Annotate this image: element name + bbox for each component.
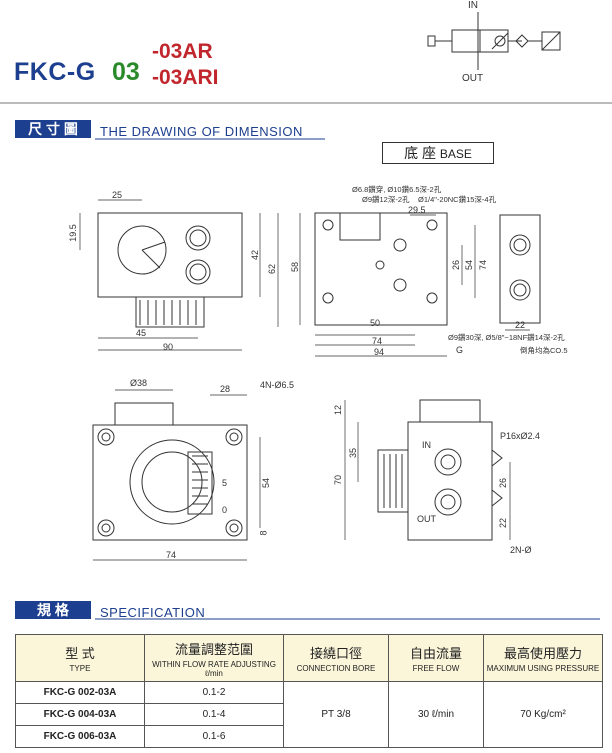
hydraulic-symbol	[427, 12, 561, 70]
front-dim-25: 25	[112, 190, 123, 200]
top-dim-54: 54	[261, 477, 272, 489]
side-dim-12: 12	[333, 404, 344, 416]
side-port-out: OUT	[417, 514, 436, 524]
front-dim-90: 90	[163, 342, 174, 352]
base-view	[299, 212, 541, 357]
row-range: 0.1-4	[144, 703, 284, 726]
base-label-en: BASE	[439, 147, 472, 161]
base-dim-29-5: 29.5	[408, 205, 426, 215]
dimension-section-title: THE DRAWING OF DIMENSION	[100, 124, 303, 139]
base-dim-94: 94	[374, 347, 385, 357]
spec-section-title: SPECIFICATION	[100, 605, 206, 620]
base-label-cn: 底 座	[404, 145, 436, 161]
base-note-1: Ø6.8鑽穿, Ø10鑽6.5深-2孔	[352, 185, 442, 194]
top-dim-4n: 4N-Ø6.5	[260, 380, 295, 390]
front-dim-62: 62	[267, 263, 278, 275]
base-note-5: 倒角均為CO.5	[520, 346, 568, 355]
row-type: FKC-G 006-03A	[15, 725, 145, 748]
cell-pressure: 70 Kg/cm²	[483, 681, 603, 748]
row-range: 0.1-2	[144, 681, 284, 704]
top-dim-0: 0	[222, 505, 228, 515]
header-type: 型 式 TYPE	[15, 634, 145, 682]
side-dim-35: 35	[348, 447, 359, 459]
side-dim-26: 26	[498, 477, 509, 489]
symbol-in-label: IN	[468, 0, 478, 11]
model-suffix-ar: -03AR	[152, 40, 213, 63]
table-row: FKC-G 006-03A 0.1-6	[15, 725, 603, 748]
side-port-in: IN	[422, 440, 431, 450]
base-dim-74h: 74	[372, 336, 383, 346]
base-note-4: Ø9鑽30深, Ø5/8"~18NF鑽14深-2孔	[448, 333, 565, 342]
base-dim-g: G	[456, 345, 464, 355]
base-dim-54: 54	[464, 259, 475, 271]
front-dim-19-5: 19.5	[67, 224, 78, 242]
side-view	[344, 399, 511, 541]
side-dim-22: 22	[498, 517, 509, 529]
model-prefix: FKC-G	[14, 58, 96, 86]
top-view	[92, 389, 261, 561]
cell-bore: PT 3/8	[283, 681, 389, 748]
row-range: 0.1-6	[144, 725, 284, 748]
spec-header-row: 型 式 TYPE 流量調整范圍 WITHIN FLOW RATE ADJUSTI…	[15, 634, 603, 682]
base-dim-50: 50	[370, 318, 381, 328]
side-dim-p16: P16xØ2.4	[500, 431, 541, 441]
spec-section-badge: 規 格	[15, 601, 91, 619]
table-row: FKC-G 002-03A 0.1-2 PT 3/8 30 ℓ/min 70 K…	[15, 681, 603, 748]
base-note-3: Ø1/4"-20NC鑽15深-4孔	[418, 195, 497, 204]
base-dim-58: 58	[290, 261, 301, 273]
cell-free-flow: 30 ℓ/min	[388, 681, 484, 748]
top-dim-5: 5	[222, 478, 228, 488]
header-flow-range: 流量調整范圍 WITHIN FLOW RATE ADJUSTING ℓ/min	[144, 634, 284, 682]
base-dim-26: 26	[451, 259, 462, 271]
base-label: 底 座 BASE	[382, 142, 494, 164]
top-dim-38: Ø38	[130, 378, 148, 388]
header-connection-bore: 接繞口徑 CONNECTION BORE	[283, 634, 389, 682]
spec-table: 型 式 TYPE 流量調整范圍 WITHIN FLOW RATE ADJUSTI…	[15, 634, 603, 748]
top-dim-28: 28	[220, 384, 231, 394]
base-dim-74v: 74	[478, 259, 489, 271]
front-view	[79, 199, 279, 351]
side-dim-70: 70	[333, 474, 344, 486]
dimension-section-badge: 尺 寸 圖	[15, 120, 91, 138]
row-type: FKC-G 002-03A	[15, 681, 145, 704]
row-type: FKC-G 004-03A	[15, 703, 145, 726]
front-dim-45: 45	[136, 328, 147, 338]
base-dim-22: 22	[515, 320, 526, 330]
header-free-flow: 自由流量 FREE FLOW	[388, 634, 484, 682]
front-dim-42: 42	[250, 249, 261, 261]
top-dim-74: 74	[166, 550, 177, 560]
model-suffix-ari: -03ARI	[152, 66, 219, 89]
symbol-out-label: OUT	[462, 73, 484, 84]
top-dim-8: 8	[258, 530, 269, 536]
base-note-2: Ø9鑽12深-2孔	[362, 195, 410, 204]
model-size: 03	[112, 58, 140, 86]
header-max-pressure: 最高使用壓力 MAXIMUM USING PRESSURE	[483, 634, 603, 682]
side-dim-2n: 2N-Ø	[510, 545, 532, 555]
